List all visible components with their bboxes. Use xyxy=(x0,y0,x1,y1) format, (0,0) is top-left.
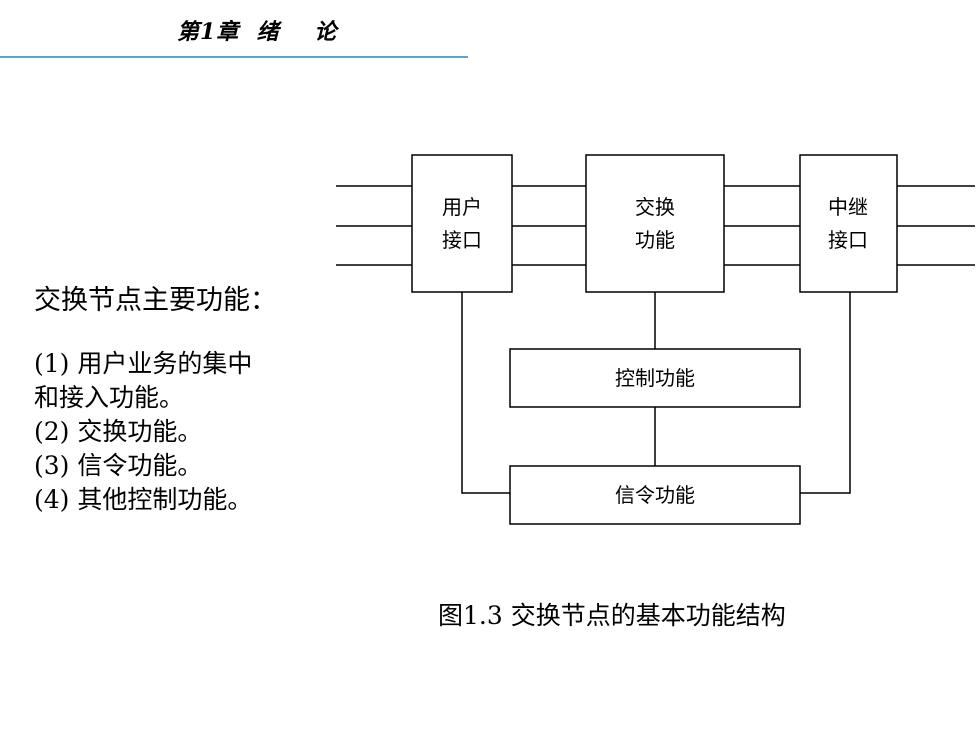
function-list: (1) 用户业务的集中 和接入功能。 (2) 交换功能。 (3) 信令功能。 (… xyxy=(34,347,252,517)
user-interface-label: 用户 xyxy=(442,195,482,219)
switching-box xyxy=(585,154,725,293)
header-divider xyxy=(0,56,468,58)
user-signaling-link xyxy=(461,292,510,494)
signaling-label: 信令功能 xyxy=(615,483,695,507)
switching-label: 交换 xyxy=(635,195,675,219)
list-item: 和接入功能。 xyxy=(34,383,185,412)
switching-label: 功能 xyxy=(635,228,675,252)
trunk-interface-box xyxy=(799,154,898,293)
trunk-interface-label: 中继 xyxy=(828,195,868,219)
intro-title: 交换节点主要功能： xyxy=(34,285,277,316)
list-item: (3) 信令功能。 xyxy=(34,451,203,480)
user-interface-box xyxy=(411,154,513,293)
list-item: (1) 用户业务的集中 xyxy=(34,349,253,378)
figure-caption: 图1.3 交换节点的基本功能结构 xyxy=(438,601,786,630)
chapter-title: 第1章 绪 论 xyxy=(177,19,338,45)
trunk-signaling-link xyxy=(800,292,851,494)
list-item: (4) 其他控制功能。 xyxy=(34,485,253,514)
user-interface-label: 接口 xyxy=(442,228,482,252)
list-item: (2) 交换功能。 xyxy=(34,417,203,446)
control-label: 控制功能 xyxy=(615,366,695,390)
trunk-interface-label: 接口 xyxy=(828,228,868,252)
